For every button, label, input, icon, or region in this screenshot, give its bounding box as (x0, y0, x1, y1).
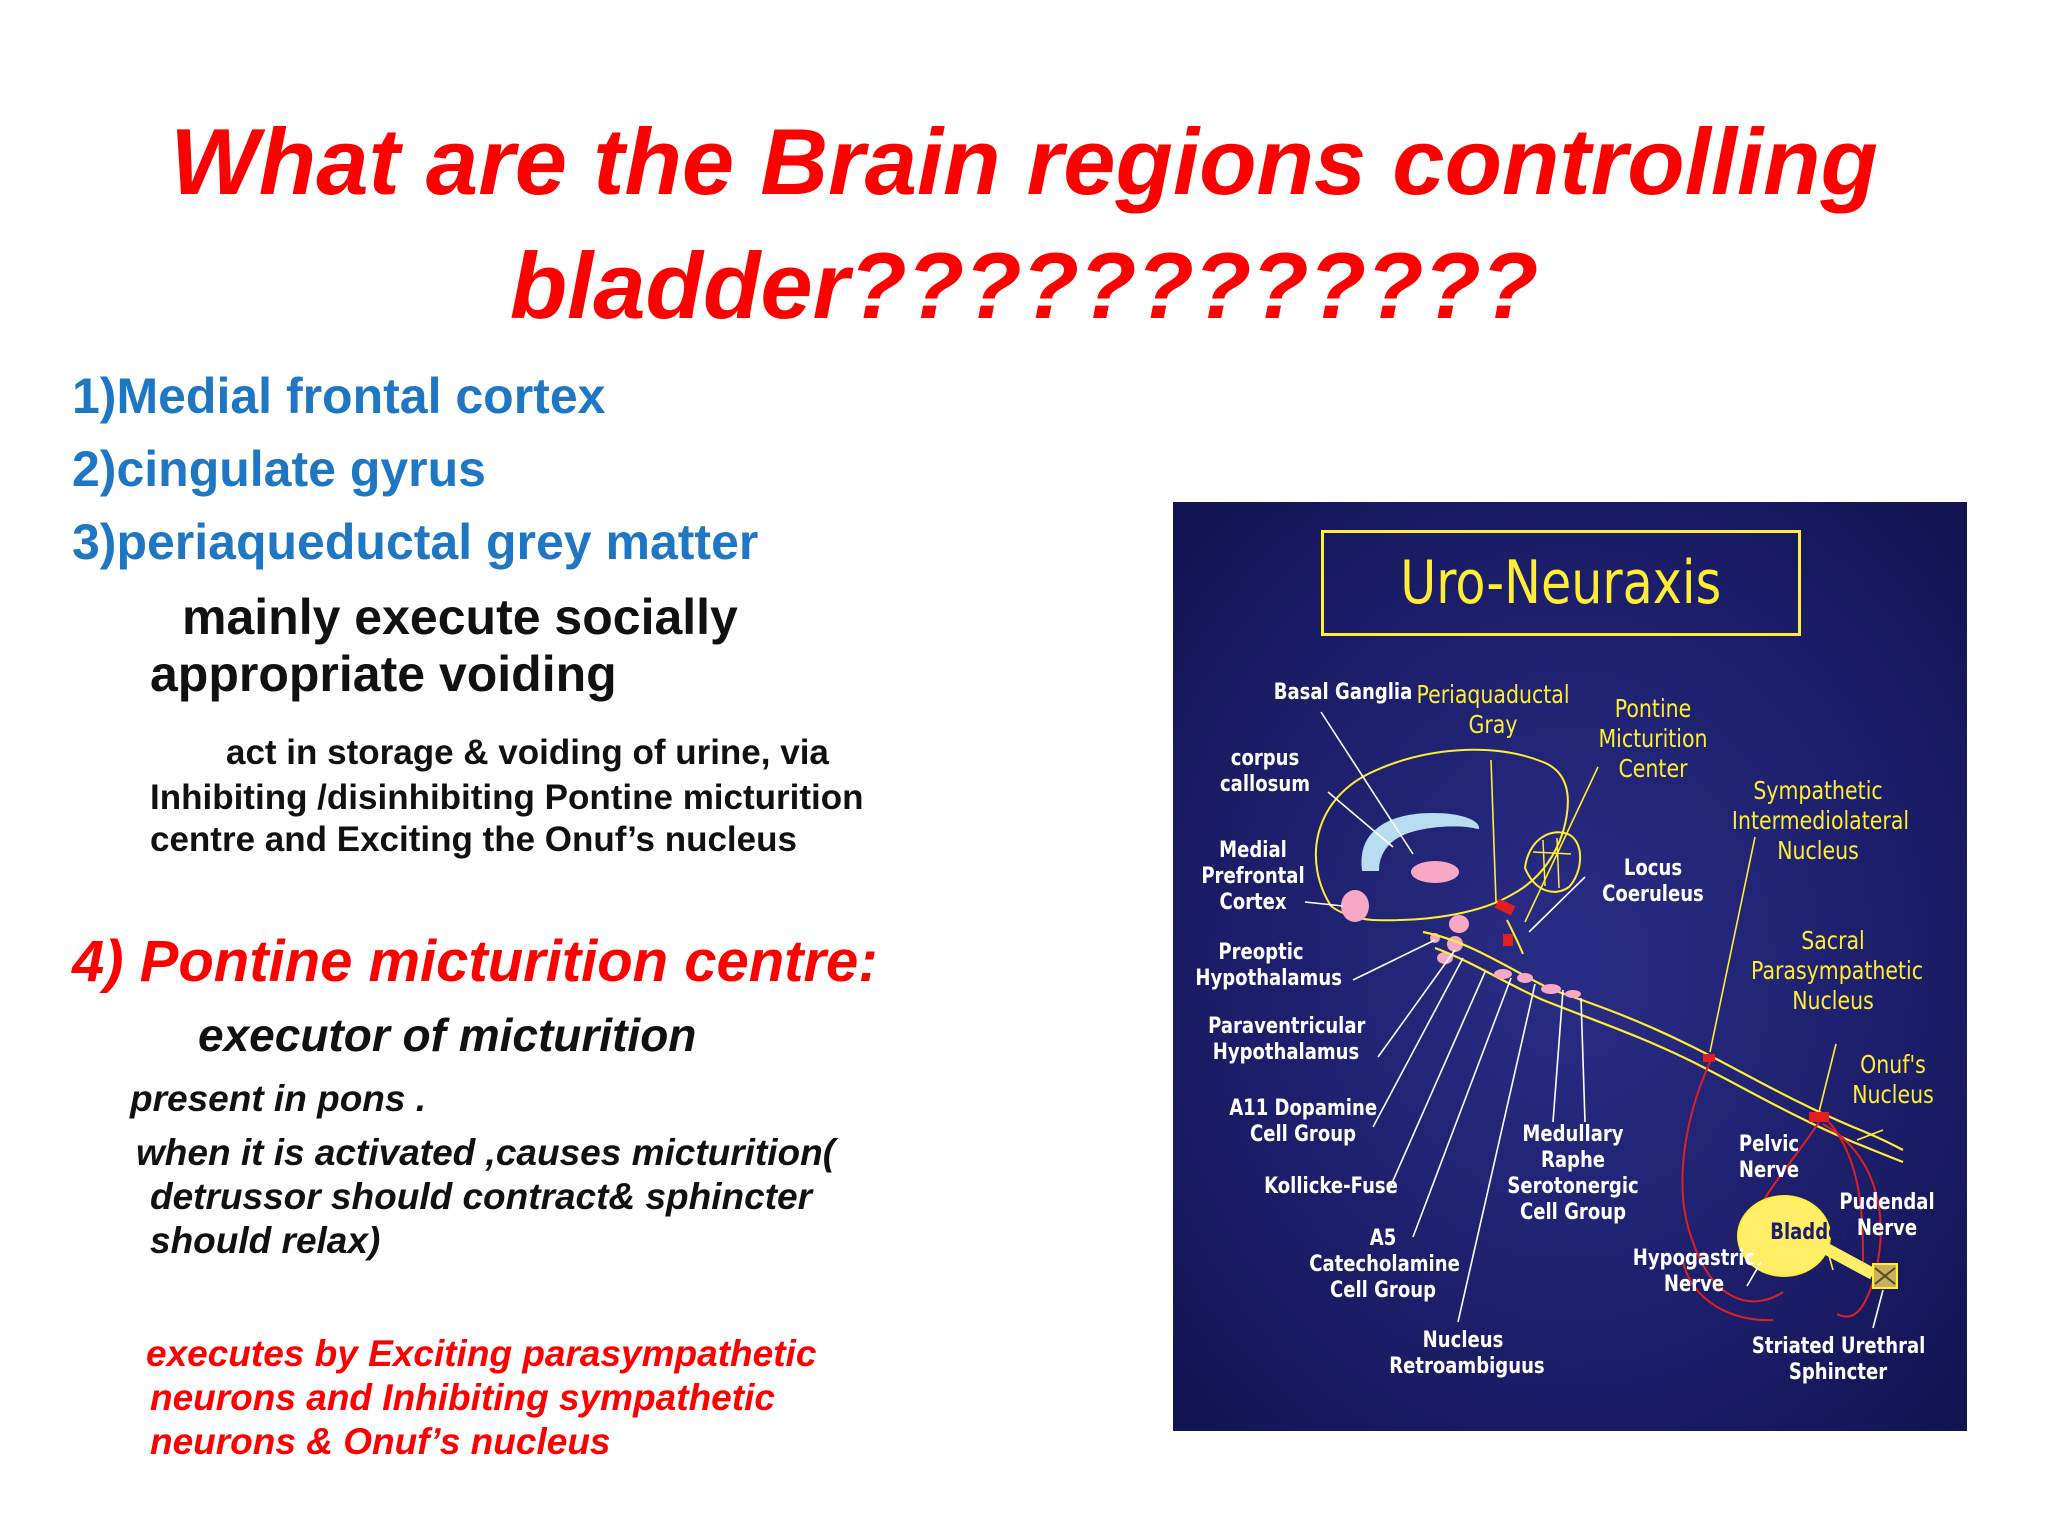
diagram-drawing (1304, 711, 1904, 1329)
slide-title: What are the Brain regions controlling b… (0, 100, 2048, 348)
pmc-executes-line-3: neurons & Onuf’s nucleus (150, 1421, 611, 1462)
pmc-executes-line-1: executes by Exciting parasympathetic (146, 1333, 817, 1374)
cerebellum (1523, 831, 1582, 893)
basal-ganglia-shape (1411, 861, 1459, 883)
label-bladder: Bladder (1770, 1220, 1850, 1245)
pmc-activated-line-3: should relax) (150, 1220, 381, 1261)
pmc-present: present in pons . (130, 1078, 427, 1119)
pointer-lines (1304, 711, 1586, 1323)
region-1: 1)Medial frontal cortex (72, 368, 606, 424)
socially-line-2: appropriate voiding (150, 646, 617, 702)
spinal-cord (1422, 930, 1904, 1151)
diagram-title: Uro-Neuraxis (1321, 530, 1801, 636)
label-basal-ganglia: Basal Ganglia (1273, 680, 1413, 705)
socially-line-1: mainly execute socially (182, 589, 738, 645)
title-line-2: bladder???????????? (509, 233, 1539, 338)
pmc-activated-line-1: when it is activated ,causes micturition… (136, 1132, 836, 1173)
region-2: 2)cingulate gyrus (72, 441, 486, 497)
storage-line-2: Inhibiting /disinhibiting Pontine mictur… (150, 778, 864, 817)
label-kollicke-fuse: Kollicke-Fuse (1264, 1174, 1398, 1199)
title-line-1: What are the Brain regions controlling (170, 109, 1878, 214)
prefrontal-shape (1341, 890, 1369, 922)
pmc-heading: 4) Pontine micturition centre: (72, 929, 878, 994)
storage-line-3: centre and Exciting the Onuf’s nucleus (150, 820, 797, 859)
corpus-callosum-shape (1361, 812, 1480, 871)
pmc-activated-line-2: detrussor should contract& sphincter (150, 1176, 812, 1217)
yellow-pointer-lines (1490, 759, 1884, 1271)
pmc-executor: executor of micturition (198, 1009, 697, 1061)
bladder-shape (1737, 1195, 1831, 1277)
pmc-executes-line-2: neurons and Inhibiting sympathetic (150, 1377, 775, 1418)
brain-outline (1314, 748, 1569, 922)
region-3: 3)periaqueductal grey matter (72, 514, 759, 570)
storage-line-1: act in storage & voiding of urine, via (226, 733, 829, 772)
